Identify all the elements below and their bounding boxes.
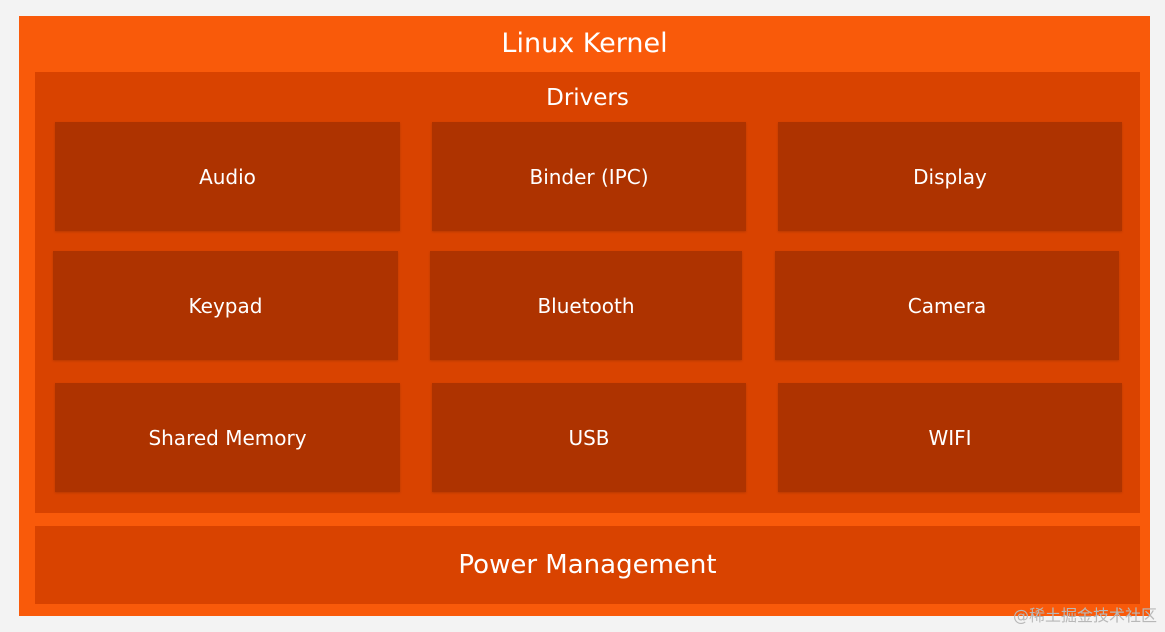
driver-usb: USB — [432, 383, 746, 492]
power-management-block: Power Management — [35, 526, 1140, 604]
driver-shared-memory: Shared Memory — [55, 383, 400, 492]
driver-keypad: Keypad — [53, 251, 398, 360]
drivers-panel: Drivers Audio Binder (IPC) Display Keypa… — [35, 72, 1140, 513]
driver-binder-ipc: Binder (IPC) — [432, 122, 746, 231]
drivers-title: Drivers — [546, 85, 629, 111]
watermark: @稀土掘金技术社区 — [1012, 606, 1157, 625]
linux-kernel-title: Linux Kernel — [501, 28, 668, 59]
driver-camera: Camera — [775, 251, 1119, 360]
driver-wifi: WIFI — [778, 383, 1122, 492]
driver-display: Display — [778, 122, 1122, 231]
driver-audio: Audio — [55, 122, 400, 231]
linux-kernel-block: Linux Kernel Drivers Audio Binder (IPC) … — [19, 16, 1150, 616]
driver-bluetooth: Bluetooth — [430, 251, 742, 360]
